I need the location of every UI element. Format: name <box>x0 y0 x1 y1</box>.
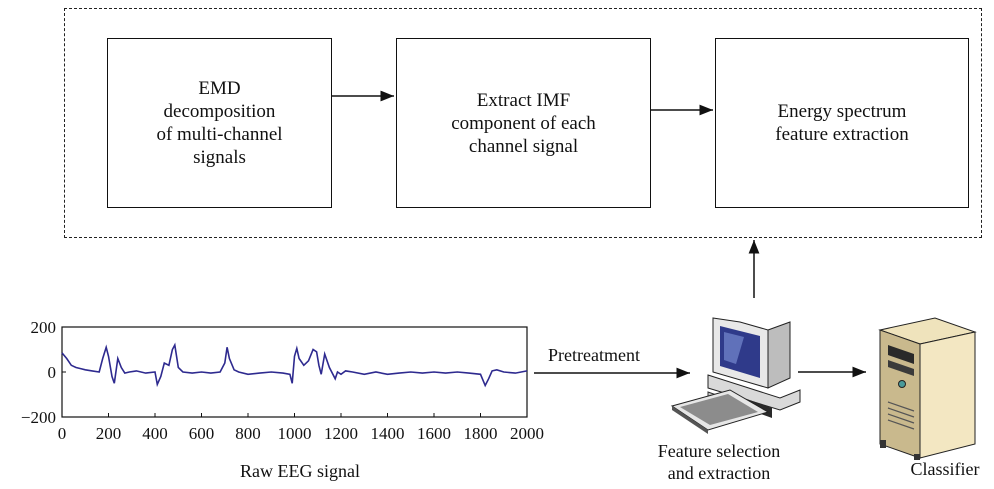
x-tick-label: 1400 <box>371 424 405 443</box>
x-tick-label: 600 <box>189 424 215 443</box>
extract-imf-text: Extract IMF component of each channel si… <box>451 89 596 157</box>
classifier-label: Classifier <box>910 459 980 479</box>
x-tick-label: 1600 <box>417 424 451 443</box>
energy-spectrum-text: Energy spectrum feature extraction <box>775 101 909 145</box>
x-tick-label: 400 <box>142 424 168 443</box>
energy-spectrum-box: Energy spectrum feature extraction <box>715 38 969 208</box>
y-tick-label: −200 <box>21 408 56 427</box>
x-tick-label: 0 <box>58 424 67 443</box>
feature-extraction-group <box>64 8 982 238</box>
eeg-signal-line <box>61 342 528 388</box>
emd-decomposition-text: EMD decomposition of multi-channel signa… <box>156 78 283 168</box>
extract-imf-box: Extract IMF component of each channel si… <box>396 38 651 208</box>
x-tick-label: 1000 <box>278 424 312 443</box>
x-tick-label: 800 <box>235 424 261 443</box>
emd-decomposition-box: EMD decomposition of multi-channel signa… <box>107 38 332 208</box>
x-tick-label: 200 <box>96 424 122 443</box>
desktop-computer-icon <box>670 317 801 434</box>
pretreatment-label: Pretreatment <box>548 345 640 365</box>
y-tick-label: 200 <box>31 318 57 337</box>
x-tick-label: 2000 <box>510 424 544 443</box>
feature-selection-label: Feature selection and extraction <box>657 441 781 483</box>
raw-eeg-label: Raw EEG signal <box>240 461 360 481</box>
y-tick-label: 0 <box>48 363 57 382</box>
x-tick-label: 1200 <box>324 424 358 443</box>
x-tick-label: 1800 <box>464 424 498 443</box>
server-tower-icon <box>878 317 977 460</box>
